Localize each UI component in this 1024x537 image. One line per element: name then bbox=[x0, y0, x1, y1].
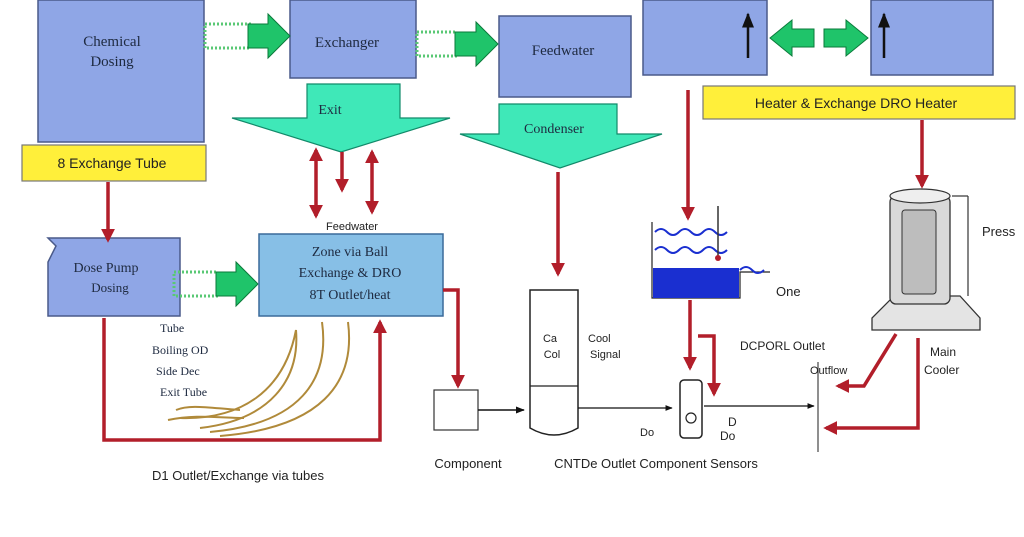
bottom-component-label: Component bbox=[434, 456, 502, 471]
reaction-zone-box bbox=[258, 233, 444, 317]
chemical-dosing-label-1: Chemical bbox=[83, 34, 140, 50]
exchanger-box bbox=[289, 0, 417, 79]
dosing-pump-label-2: Dosing bbox=[91, 280, 129, 295]
chemical-dosing-box bbox=[37, 0, 205, 143]
dotted-flow-2 bbox=[415, 30, 459, 58]
green-arrow-2 bbox=[454, 20, 499, 68]
column-note-1: Ca bbox=[543, 333, 558, 345]
yellow-bar-right-label: Heater & Exchange DRO Heater bbox=[755, 95, 958, 111]
feedwater-note: Feedwater bbox=[326, 221, 378, 233]
left-note-1: Tube bbox=[160, 321, 184, 335]
bottom-center-label: CNTDe Outlet Component Sensors bbox=[554, 456, 758, 471]
small-vessel-label-1: D bbox=[728, 415, 737, 429]
press-label: Press bbox=[982, 224, 1016, 239]
reaction-zone-label-2: Exchange & DRO bbox=[299, 266, 402, 281]
feedwater-label: Feedwater bbox=[532, 43, 594, 59]
vessel-label: One bbox=[776, 284, 801, 299]
reaction-zone-label-3: 8T Outlet/heat bbox=[310, 288, 391, 303]
yellow-bar-right bbox=[702, 85, 1016, 120]
green-arrow-3 bbox=[215, 260, 259, 308]
red-flow-lines bbox=[101, 90, 929, 442]
left-note-3: Side Dec bbox=[156, 364, 200, 378]
press-bottom-1: Main bbox=[930, 345, 956, 359]
component-box bbox=[433, 389, 479, 431]
small-vessel-left: Do bbox=[640, 427, 654, 439]
tube-bundle bbox=[167, 321, 351, 437]
funnel-right-label: Condenser bbox=[524, 122, 584, 137]
chemical-dosing-label-2: Dosing bbox=[90, 54, 134, 70]
top-right-box-b bbox=[870, 0, 994, 76]
small-vessel bbox=[679, 379, 703, 439]
column-side-1: Cool bbox=[588, 333, 611, 345]
green-arrow-right bbox=[823, 18, 869, 58]
reaction-zone-label-1: Zone via Ball bbox=[312, 245, 388, 260]
bottom-left-label: D1 Outlet/Exchange via tubes bbox=[152, 468, 324, 483]
left-note-2: Boiling OD bbox=[152, 343, 209, 357]
funnel-right bbox=[459, 103, 663, 169]
dotted-flow-1 bbox=[203, 22, 253, 50]
green-arrow-1 bbox=[247, 12, 291, 60]
small-vessel-label-2: Do bbox=[720, 429, 736, 443]
feedwater-box bbox=[498, 15, 632, 98]
green-arrow-left bbox=[769, 18, 815, 58]
water-vessel bbox=[651, 206, 770, 299]
column-vessel bbox=[529, 289, 579, 436]
funnel-left-label: Exit bbox=[318, 103, 341, 118]
yellow-bar-left-label: 8 Exchange Tube bbox=[58, 155, 167, 171]
column-side-2: Signal bbox=[590, 349, 621, 361]
column-note-2: Col bbox=[544, 349, 561, 361]
yellow-bar-left bbox=[21, 144, 207, 182]
exchanger-label: Exchanger bbox=[315, 35, 379, 51]
dosing-pump-box bbox=[46, 237, 181, 317]
press-bottom-2: Cooler bbox=[924, 363, 959, 377]
press-machine bbox=[871, 188, 981, 331]
funnel-left bbox=[231, 83, 451, 153]
right-flow-label: Outflow bbox=[810, 365, 847, 377]
dosing-pump-label-1: Dose Pump bbox=[74, 261, 139, 276]
dp-label: DCPORL Outlet bbox=[740, 339, 826, 353]
small-vessel-gauge bbox=[685, 412, 697, 424]
left-note-4: Exit Tube bbox=[160, 385, 207, 399]
